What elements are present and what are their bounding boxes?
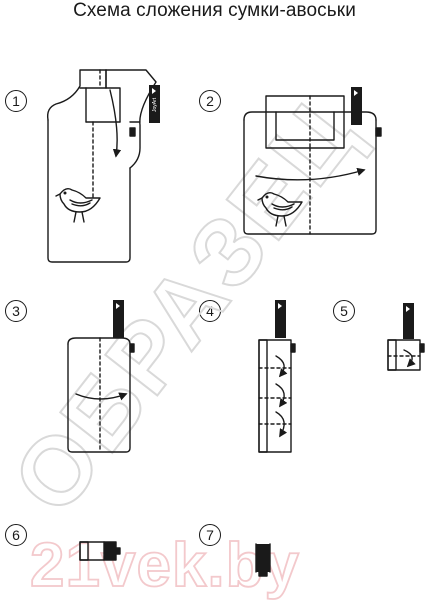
- fold-arrow-3: [75, 392, 128, 401]
- step-5-bag: [387, 303, 425, 371]
- brand-tag: [275, 300, 286, 338]
- bird-icon: [257, 191, 303, 227]
- step-3-bag: [67, 300, 135, 453]
- diagram-title: Схема сложения сумки-авоськи: [73, 0, 356, 21]
- svg-text:JoyArt: JoyArt: [152, 97, 158, 112]
- step-badge-1: 1: [5, 90, 27, 112]
- brand-tag: [113, 300, 124, 338]
- step-6-bag: [79, 541, 121, 561]
- step-badge-4: 4: [199, 300, 221, 322]
- bird-icon: [55, 187, 101, 223]
- step-1-bag: JoyArt: [46, 69, 160, 263]
- fold-arrow-1: [109, 89, 122, 158]
- step-badge-5: 5: [333, 300, 355, 322]
- fold-arrow-2: [255, 167, 366, 181]
- step-badge-6: 6: [5, 524, 27, 546]
- step-badge-2: 2: [199, 90, 221, 112]
- step-4-bag: [258, 300, 296, 453]
- step-7-bag: [255, 543, 271, 577]
- brand-tag-wrapped: [256, 544, 270, 572]
- bag-body: [47, 119, 131, 263]
- brand-tag: [403, 303, 414, 339]
- watermark-site: 21vek.by: [30, 531, 300, 600]
- step-badge-3: 3: [5, 300, 27, 322]
- step-2-bag: [243, 87, 382, 235]
- brand-tag: [149, 85, 160, 123]
- brand-tag: [104, 542, 116, 560]
- bag-handle-left: [46, 69, 107, 121]
- watermark: ОБРАЗЕЦ 21vek.by: [0, 79, 380, 600]
- brand-tag: [351, 87, 362, 125]
- step-badge-7: 7: [199, 524, 221, 546]
